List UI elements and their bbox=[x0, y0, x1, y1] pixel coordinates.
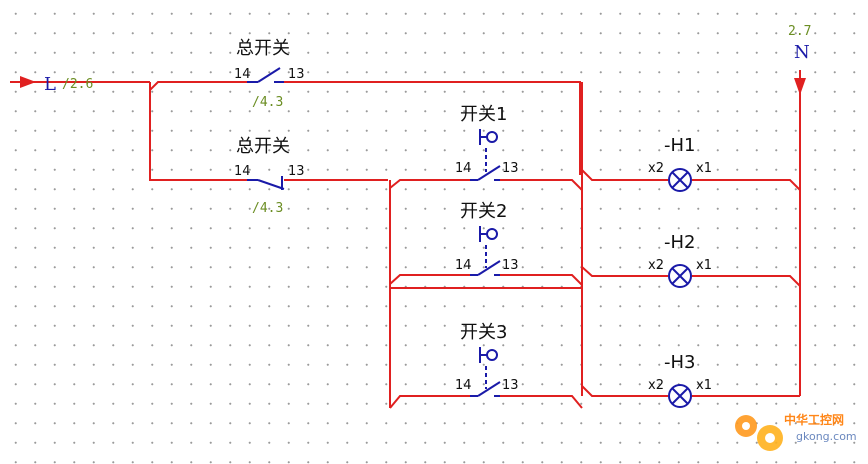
lamp-h3-pin-right: x1 bbox=[696, 378, 712, 393]
push-switch-1-pin-right: 13 bbox=[502, 161, 519, 176]
push-switch-3-contact bbox=[477, 381, 501, 397]
wiring bbox=[10, 70, 806, 409]
wire-sw3-in bbox=[389, 395, 470, 409]
push-switch-3-pin-right: 13 bbox=[502, 378, 519, 393]
lamp-h2: -H2 x2 x1 bbox=[648, 232, 712, 288]
line-arrow-icon bbox=[20, 76, 36, 88]
wire-sw1-out bbox=[500, 179, 583, 191]
wire-h1-out bbox=[692, 179, 801, 191]
wire-sw3-out bbox=[500, 395, 583, 409]
wire-h1-in bbox=[581, 169, 668, 181]
main-switch-2-name: 总开关 bbox=[236, 136, 290, 157]
gear-icon bbox=[735, 415, 783, 451]
lamp-h3: -H3 x2 x1 bbox=[648, 352, 712, 408]
push-switch-1-name: 开关1 bbox=[460, 104, 507, 125]
main-switch-2-pin-left: 14 bbox=[234, 164, 251, 179]
neutral-arrow-icon bbox=[794, 78, 806, 95]
lamp-h2-pin-left: x2 bbox=[648, 258, 664, 273]
lamp-h1-tag: -H1 bbox=[664, 135, 695, 156]
wire-main2-in bbox=[149, 82, 247, 181]
wire-sw2-out bbox=[500, 274, 583, 286]
watermark-domain: gkong.com bbox=[796, 430, 857, 443]
push-switch-2-pin-left: 14 bbox=[455, 258, 472, 273]
main-switch-2-contact bbox=[257, 179, 285, 190]
push-switch-2-button-icon bbox=[486, 228, 498, 240]
main-switch-1-pin-right: 13 bbox=[288, 67, 305, 82]
push-switch-2-pin-right: 13 bbox=[502, 258, 519, 273]
wire-h2-out bbox=[692, 275, 801, 287]
push-switch-2-contact bbox=[477, 260, 501, 276]
push-switch-2-actuator-icon bbox=[479, 226, 487, 242]
lamp-h3-tag: -H3 bbox=[664, 352, 695, 373]
lamp-h2-tag: -H2 bbox=[664, 232, 695, 253]
push-switch-3-pin-left: 14 bbox=[455, 378, 472, 393]
watermark-brand: 中华工控网 bbox=[784, 412, 844, 427]
push-switch-3: 开关3 14 13 bbox=[455, 322, 519, 397]
lamp-h3-pin-left: x2 bbox=[648, 378, 664, 393]
wire-h2-in bbox=[581, 266, 668, 277]
push-switch-3-button-icon bbox=[486, 349, 498, 361]
push-switch-1-pin-left: 14 bbox=[455, 161, 472, 176]
lamp-h1: -H1 x2 x1 bbox=[648, 135, 712, 192]
lamp-h1-cross bbox=[671, 171, 689, 189]
main-switch-2: 总开关 14 13 /4.3 bbox=[234, 136, 305, 216]
wire-sw1-in bbox=[389, 179, 470, 189]
push-switch-3-actuator-icon bbox=[479, 347, 487, 363]
push-switch-1-actuator-icon bbox=[479, 129, 487, 145]
push-switch-1-button-icon bbox=[486, 131, 498, 143]
lamp-h1-pin-right: x1 bbox=[696, 161, 712, 176]
main-switch-1-pin-left: 14 bbox=[234, 67, 251, 82]
lamp-h3-cross bbox=[671, 387, 689, 405]
watermark: 中华工控网 gkong.com bbox=[735, 412, 857, 451]
main-switch-2-reference: /4.3 bbox=[252, 201, 283, 216]
neutral-reference: 2.7 bbox=[788, 24, 811, 39]
main-switch-2-pin-right: 13 bbox=[288, 164, 305, 179]
main-switch-1-reference: /4.3 bbox=[252, 95, 283, 110]
line-label: L bbox=[44, 74, 56, 95]
lamp-h2-pin-right: x1 bbox=[696, 258, 712, 273]
line-reference: /2.6 bbox=[62, 77, 93, 92]
wire-sw2-in bbox=[389, 274, 470, 285]
push-switch-1-contact bbox=[477, 165, 501, 181]
wire-main1-out bbox=[284, 81, 581, 175]
lamp-h1-pin-left: x2 bbox=[648, 161, 664, 176]
lamp-h2-cross bbox=[671, 267, 689, 285]
main-switch-1-contact bbox=[257, 67, 281, 83]
main-switch-1: 总开关 14 13 /4.3 bbox=[234, 38, 305, 110]
push-switch-3-name: 开关3 bbox=[460, 322, 507, 343]
push-switch-2-name: 开关2 bbox=[460, 201, 507, 222]
wire-main1-in bbox=[149, 81, 247, 93]
push-switch-1: 开关1 14 13 bbox=[455, 104, 519, 181]
neutral-label: N bbox=[794, 42, 810, 63]
wire-h3-in bbox=[581, 385, 668, 397]
main-switch-1-name: 总开关 bbox=[236, 38, 290, 59]
push-switch-2: 开关2 14 13 bbox=[455, 201, 519, 276]
